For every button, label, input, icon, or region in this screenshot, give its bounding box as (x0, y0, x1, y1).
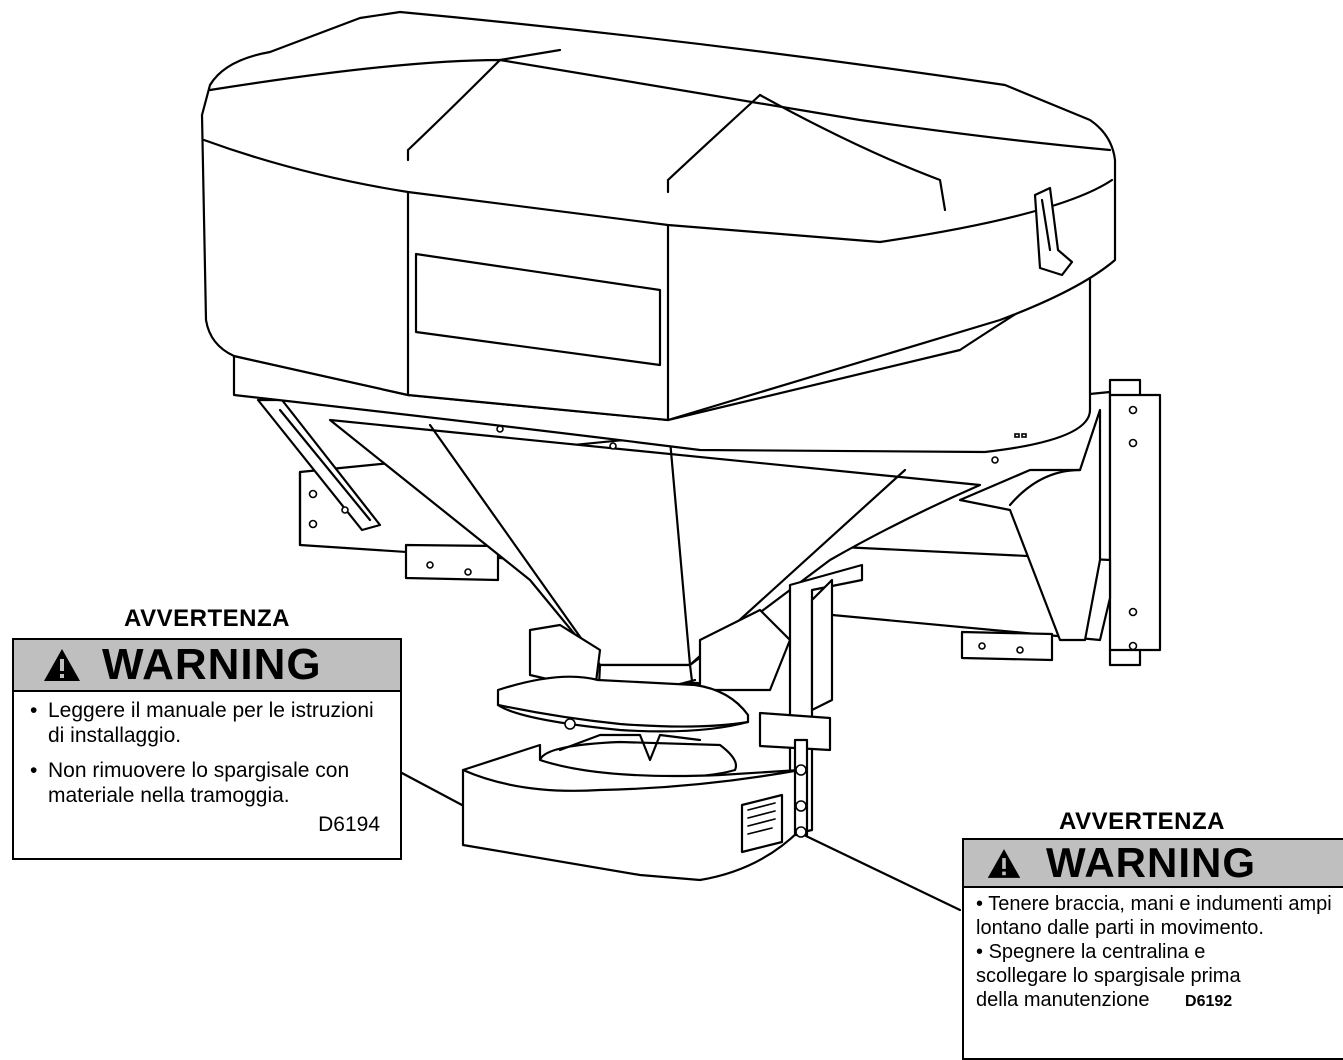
tank-lower-body (232, 266, 1092, 454)
warning-triangle-icon (987, 848, 1021, 878)
left-decal-code: D6194 (318, 813, 380, 836)
deflector (758, 711, 832, 752)
motor-box (461, 738, 809, 882)
leader-line-right (804, 834, 962, 912)
right-warning-body: • Tenere braccia, mani e indumenti ampi … (964, 888, 1343, 1014)
right-warning-word: WARNING (1046, 839, 1256, 886)
right-bullet-2: • Spegnere la centralina e scollegare lo… (976, 941, 1241, 1011)
left-warning-body: •Leggere il manuale per le istruzioni di… (14, 692, 400, 837)
right-warning-decal: WARNING • Tenere braccia, mani e indumen… (962, 838, 1343, 1060)
left-bullet-2: •Non rimuovere lo spargisale con materia… (30, 759, 350, 807)
left-label-title: AVVERTENZA (124, 605, 290, 632)
hopper-cover (200, 10, 1117, 438)
right-label-title: AVVERTENZA (1059, 808, 1225, 835)
right-bullet-1: • Tenere braccia, mani e indumenti ampi … (976, 893, 1332, 939)
right-bracket (958, 408, 1102, 642)
right-decal-code: D6192 (1185, 993, 1233, 1010)
warning-triangle-icon (44, 649, 80, 681)
leader-line-left (398, 770, 464, 807)
left-bullet-1: •Leggere il manuale per le istruzioni di… (30, 699, 374, 747)
right-warning-header: WARNING (964, 839, 1343, 888)
left-warning-word: WARNING (102, 640, 322, 689)
left-warning-decal: WARNING •Leggere il manuale per le istru… (12, 638, 402, 860)
left-warning-header: WARNING (14, 640, 400, 692)
